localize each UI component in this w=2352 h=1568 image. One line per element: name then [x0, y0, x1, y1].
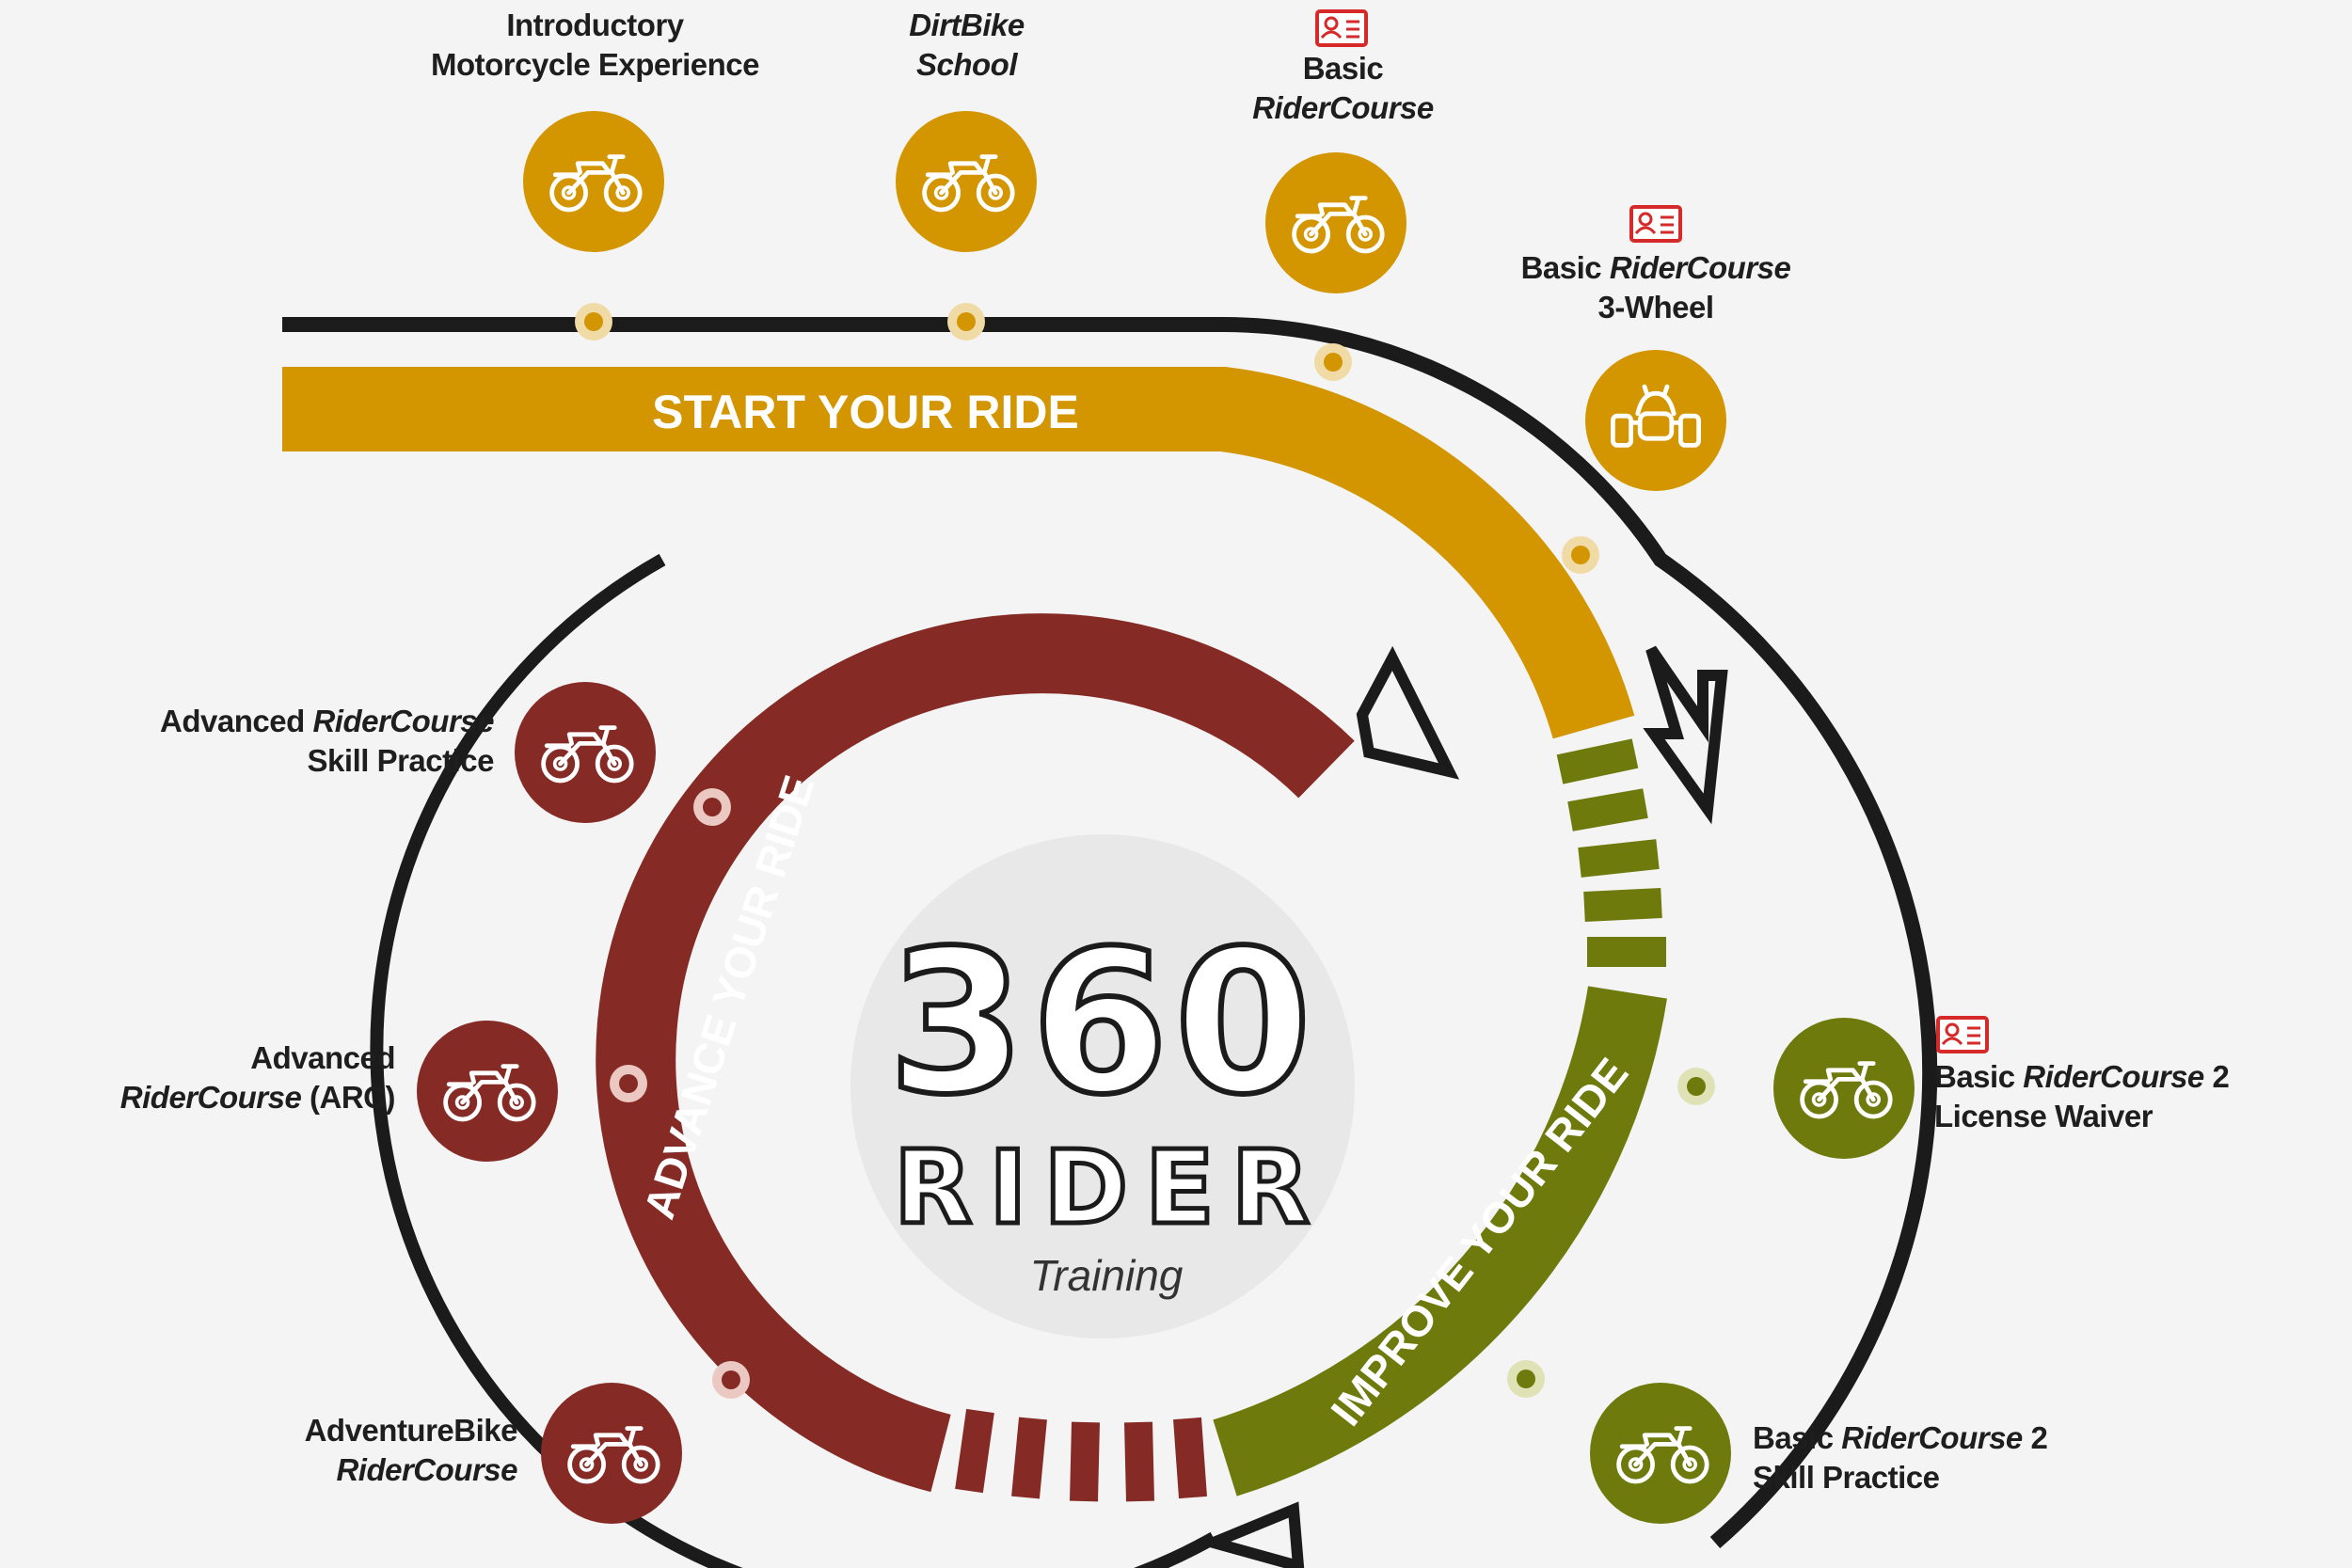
course-basic-label[interactable]: Basic RiderCourse — [1252, 51, 1434, 126]
course-adv-label[interactable]: AdventureBike RiderCourse — [304, 1413, 518, 1488]
course-arcsp-icon-circle[interactable] — [515, 682, 656, 823]
course-basic3w-label[interactable]: Basic RiderCourse 3-Wheel — [1520, 250, 1791, 325]
center-360: 360 — [888, 908, 1317, 1138]
stage-improve-label: IMPROVE YOUR RIDE — [1321, 1049, 1637, 1434]
maroon-dashes — [955, 1408, 1207, 1502]
improve-band — [1213, 986, 1667, 1497]
course-brc2sp-label[interactable]: Basic RiderCourse 2 Skill Practice — [1753, 1420, 2048, 1496]
arrowhead-bottom — [1196, 1501, 1305, 1568]
course-dirt-icon-circle[interactable] — [896, 111, 1037, 252]
stage-start-label: START YOUR RIDE — [652, 386, 1079, 438]
course-intro-label[interactable]: Introductory Motorcycle Experience — [431, 8, 760, 83]
course-brc2sp-icon-circle[interactable] — [1590, 1383, 1731, 1524]
center-disc — [850, 834, 1355, 1338]
track-dots — [575, 303, 1715, 1399]
arrowhead-right — [1643, 645, 1728, 825]
olive-dashes — [1556, 738, 1666, 967]
start-band — [282, 367, 1635, 739]
center-training: Training — [1030, 1251, 1184, 1300]
arrowhead-advance — [1356, 645, 1460, 780]
course-brc2lw-label[interactable]: Basic RiderCourse 2 License Waiver — [1934, 1059, 2230, 1134]
course-basic-icon-circle[interactable] — [1265, 152, 1406, 293]
course-intro-icon-circle[interactable] — [523, 111, 664, 252]
course-basic3w-icon-circle[interactable] — [1585, 350, 1726, 491]
course-arcsp-label[interactable]: Advanced RiderCourse Skill Practice — [160, 704, 494, 779]
course-dirt-label[interactable]: DirtBike School — [909, 8, 1025, 83]
center-rider: RIDER — [894, 1130, 1327, 1247]
outer-track-left — [370, 553, 1217, 1568]
license-card-icon — [1629, 205, 1682, 243]
course-arc-icon-circle[interactable] — [417, 1021, 558, 1162]
advance-band — [596, 613, 1355, 1493]
license-card-icon — [1315, 9, 1368, 47]
license-card-icon — [1936, 1016, 1989, 1053]
course-brc2lw-icon-circle[interactable] — [1773, 1018, 1915, 1159]
course-arc-label[interactable]: Advanced RiderCourse (ARC) — [119, 1040, 396, 1116]
course-adv-icon-circle[interactable] — [541, 1383, 682, 1524]
outer-track-top — [282, 317, 1938, 1549]
